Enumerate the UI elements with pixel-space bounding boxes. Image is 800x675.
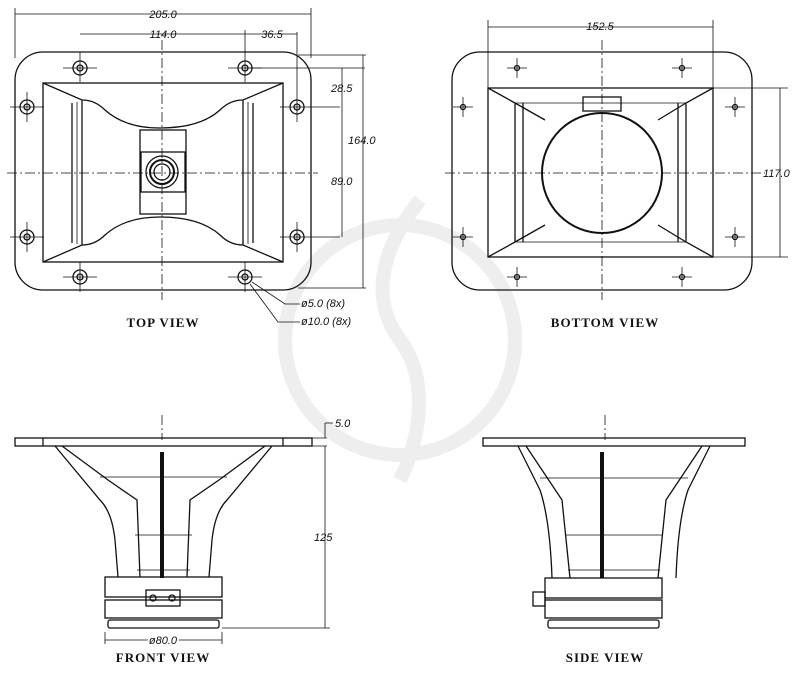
dim-top-hole-span: 114.0 xyxy=(150,29,178,41)
dim-bottom-height: 117.0 xyxy=(763,168,791,180)
front-view-title: FRONT VIEW xyxy=(116,650,210,665)
dim-hole-small: ø5.0 (8x) xyxy=(301,298,345,310)
dim-bottom-width: 152.5 xyxy=(586,21,614,33)
side-view-title: SIDE VIEW xyxy=(566,650,644,665)
treble-clef-watermark xyxy=(278,195,522,484)
dim-top-height: 164.0 xyxy=(348,135,376,147)
bottom-view-title: BOTTOM VIEW xyxy=(551,315,659,330)
top-view: 205.0 114.0 36.5 28.5 164.0 89.0 ø5.0 (8… xyxy=(7,8,376,330)
mounting-holes xyxy=(10,30,366,292)
dim-top-hole-v-offset: 28.5 xyxy=(330,83,353,95)
dim-hole-large: ø10.0 (8x) xyxy=(301,316,351,328)
top-view-title: TOP VIEW xyxy=(127,315,200,330)
front-view: 5.0 125 ø80.0 FRONT VIEW xyxy=(14,415,351,665)
dim-driver-diameter: ø80.0 xyxy=(149,635,178,647)
top-dimension-lines xyxy=(14,8,364,323)
dim-top-hole-v-span: 89.0 xyxy=(331,176,353,188)
dim-depth: 125 xyxy=(314,532,333,544)
bottom-view: 152.5 117.0 BOTTOM VIEW xyxy=(445,20,791,330)
dim-top-width: 205.0 xyxy=(148,9,177,21)
side-view: SIDE VIEW xyxy=(482,415,746,665)
dim-flange-thickness: 5.0 xyxy=(335,418,351,430)
dim-top-hole-offset: 36.5 xyxy=(261,29,283,41)
